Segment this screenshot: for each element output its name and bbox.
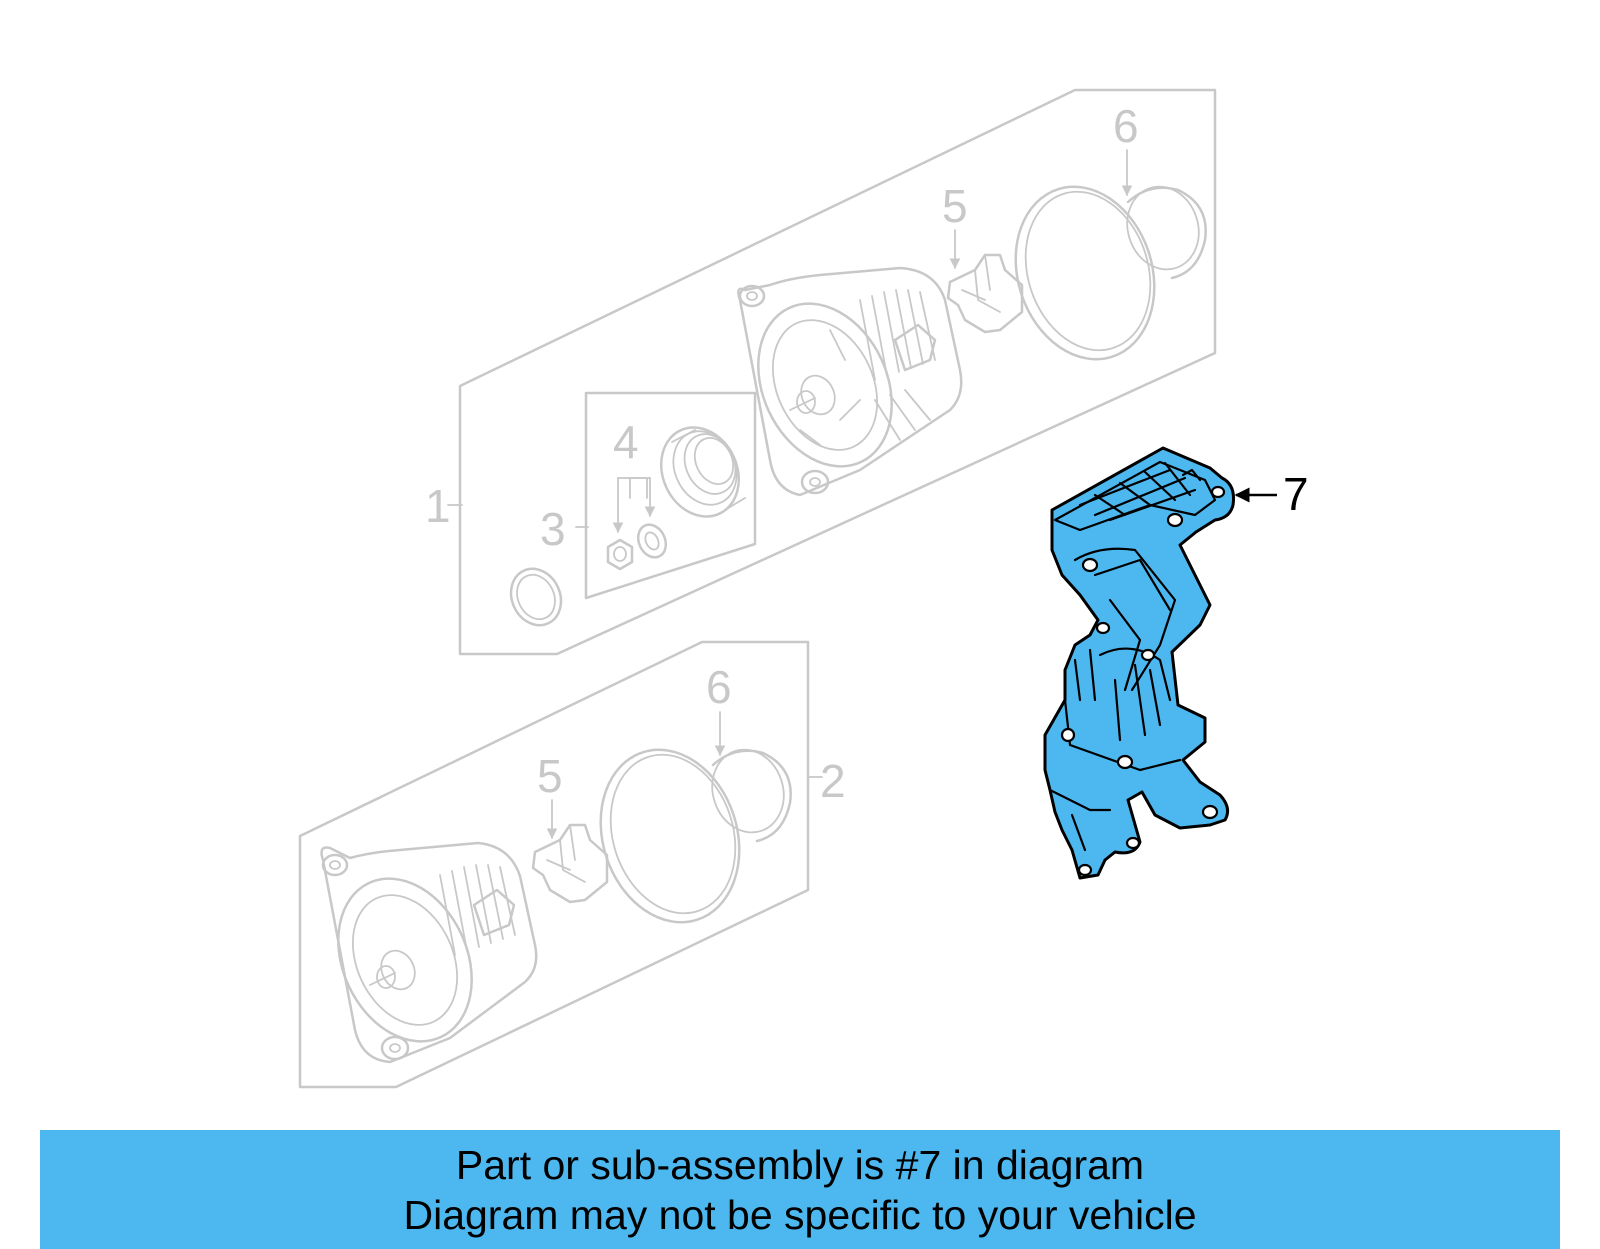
- bracket-body: [1043, 446, 1235, 880]
- cap-part-6-top: [1014, 185, 1207, 361]
- bracket-part-7[interactable]: [1043, 446, 1235, 880]
- callout-4[interactable]: 4: [613, 416, 639, 468]
- pulley-part: [659, 426, 746, 518]
- callout-3[interactable]: 3: [540, 503, 566, 555]
- snap-ring-part: [509, 567, 563, 627]
- callout-6-bottom[interactable]: 6: [706, 661, 732, 713]
- assembly-2-panel: [298, 640, 810, 1089]
- regulator-part-5-bottom: [531, 823, 609, 904]
- alternator-bottom-part: [320, 841, 538, 1064]
- nut-washer-part-4: [606, 477, 668, 571]
- callout-1[interactable]: 1: [425, 480, 451, 532]
- assembly-1-panel: [458, 88, 1217, 656]
- alternator-top-part: [737, 266, 963, 497]
- banner-line-part-info: Part or sub-assembly is #7 in diagram: [455, 1141, 1145, 1188]
- cap-part-6-bottom: [599, 748, 792, 924]
- parts-diagram: 1 3 4 5 6 5 6 2 7: [298, 88, 1309, 1089]
- callout-2[interactable]: 2: [820, 755, 846, 807]
- banner-line-disclaimer: Diagram may not be specific to your vehi…: [403, 1191, 1197, 1238]
- callout-5-bottom[interactable]: 5: [537, 750, 563, 802]
- regulator-part-5-top: [946, 253, 1024, 334]
- info-banner: Part or sub-assembly is #7 in diagram Di…: [40, 1130, 1560, 1249]
- assembly-2-group: [298, 640, 823, 1089]
- assembly-1-group: [447, 88, 1217, 656]
- callout-6-top[interactable]: 6: [1113, 100, 1139, 152]
- callout-5-top[interactable]: 5: [942, 180, 968, 232]
- callout-7[interactable]: 7: [1283, 468, 1309, 520]
- assembly-3-box: [584, 391, 757, 600]
